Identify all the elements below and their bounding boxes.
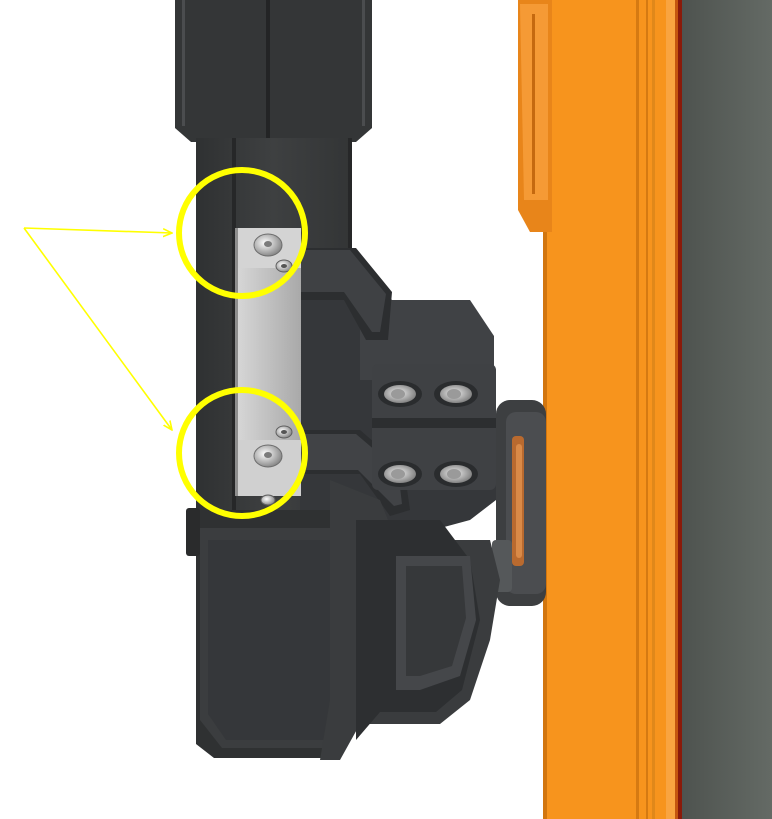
bolts	[378, 381, 478, 487]
screw-head-icon	[253, 444, 283, 468]
lower-housing	[186, 480, 500, 760]
screw-head-icon	[275, 425, 293, 439]
screws	[253, 233, 293, 506]
screw-head-icon	[253, 233, 283, 257]
arrow-icon	[23, 227, 172, 430]
orange-frame	[518, 0, 682, 819]
gray-wall	[682, 0, 772, 819]
screw-head-icon	[260, 494, 276, 506]
bolt	[378, 381, 422, 407]
upper-column	[175, 0, 372, 142]
arrow-icon	[23, 227, 172, 233]
screw-head-icon	[275, 259, 293, 273]
callout-circle-top	[176, 167, 308, 299]
bolt	[434, 461, 478, 487]
bolt	[378, 461, 422, 487]
hub-bearing	[492, 400, 546, 606]
callout-arrows	[23, 227, 172, 430]
bolt	[434, 381, 478, 407]
callout-circle-bottom	[176, 387, 308, 519]
callout-circles	[176, 167, 308, 519]
